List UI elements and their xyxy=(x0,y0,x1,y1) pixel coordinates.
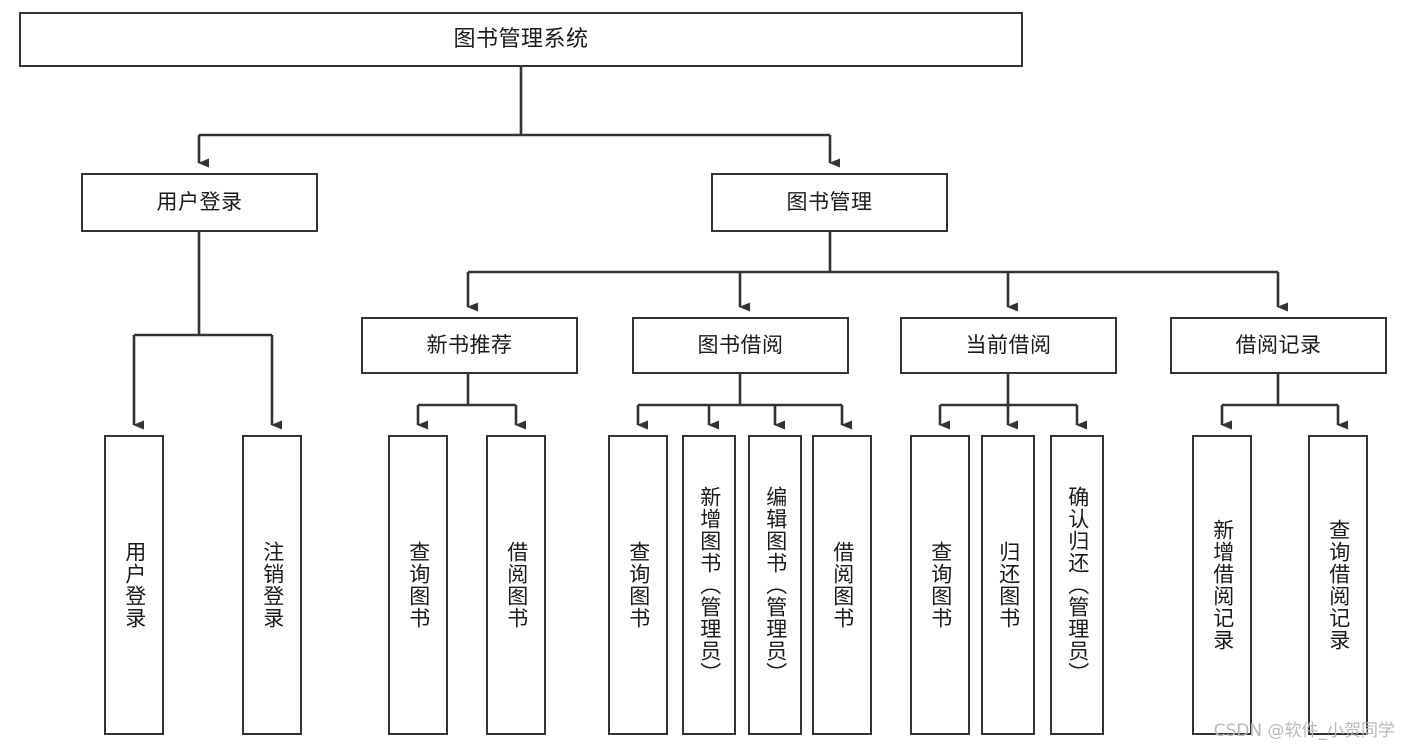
node-label: 当前借阅 xyxy=(965,333,1052,358)
leaf-user-login-logout[interactable]: 注销登录 xyxy=(242,435,302,735)
leaf-book-borrow-add-book-admin[interactable]: 新增图书（管理员） xyxy=(682,435,736,735)
node-user-login[interactable]: 用户登录 xyxy=(81,173,318,232)
node-label: 编辑图书（管理员） xyxy=(763,486,788,684)
node-new-book-recommend[interactable]: 新书推荐 xyxy=(361,317,578,374)
node-label: 新增借阅记录 xyxy=(1210,519,1235,651)
leaf-book-borrow-query-books[interactable]: 查询图书 xyxy=(608,435,668,735)
node-book-management[interactable]: 图书管理 xyxy=(711,173,948,232)
leaf-current-borrow-confirm-return-admin[interactable]: 确认归还（管理员） xyxy=(1050,435,1104,735)
node-label: 用户登录 xyxy=(122,541,147,629)
node-label: 查询图书 xyxy=(406,541,431,629)
node-root-book-management-system[interactable]: 图书管理系统 xyxy=(19,12,1023,67)
leaf-new-book-query-books[interactable]: 查询图书 xyxy=(388,435,448,735)
node-label: 注销登录 xyxy=(260,541,285,629)
node-label: 借阅记录 xyxy=(1235,333,1322,358)
leaf-borrow-record-query-record[interactable]: 查询借阅记录 xyxy=(1308,435,1368,735)
node-label: 新书推荐 xyxy=(426,333,513,358)
node-label: 图书管理 xyxy=(786,190,873,215)
leaf-current-borrow-return-books[interactable]: 归还图书 xyxy=(981,435,1035,735)
leaf-current-borrow-query-books[interactable]: 查询图书 xyxy=(910,435,970,735)
node-label: 图书借阅 xyxy=(697,333,784,358)
node-label: 查询借阅记录 xyxy=(1326,519,1351,651)
csdn-watermark: CSDN @软件_小贺同学 xyxy=(1213,721,1395,741)
node-label: 归还图书 xyxy=(996,541,1021,629)
node-current-borrow[interactable]: 当前借阅 xyxy=(900,317,1117,374)
node-label: 确认归还（管理员） xyxy=(1065,486,1090,684)
node-label: 借阅图书 xyxy=(504,541,529,629)
node-label: 新增图书（管理员） xyxy=(697,486,722,684)
leaf-book-borrow-edit-book-admin[interactable]: 编辑图书（管理员） xyxy=(748,435,802,735)
leaf-new-book-borrow-books[interactable]: 借阅图书 xyxy=(486,435,546,735)
node-label: 查询图书 xyxy=(928,541,953,629)
node-label: 借阅图书 xyxy=(830,541,855,629)
leaf-borrow-record-add-record[interactable]: 新增借阅记录 xyxy=(1192,435,1252,735)
node-label: 图书管理系统 xyxy=(453,26,589,52)
leaf-user-login-login[interactable]: 用户登录 xyxy=(104,435,164,735)
node-borrow-record[interactable]: 借阅记录 xyxy=(1170,317,1387,374)
node-label: 用户登录 xyxy=(156,190,243,215)
node-label: 查询图书 xyxy=(626,541,651,629)
node-book-borrow[interactable]: 图书借阅 xyxy=(632,317,849,374)
leaf-book-borrow-borrow-books[interactable]: 借阅图书 xyxy=(812,435,872,735)
